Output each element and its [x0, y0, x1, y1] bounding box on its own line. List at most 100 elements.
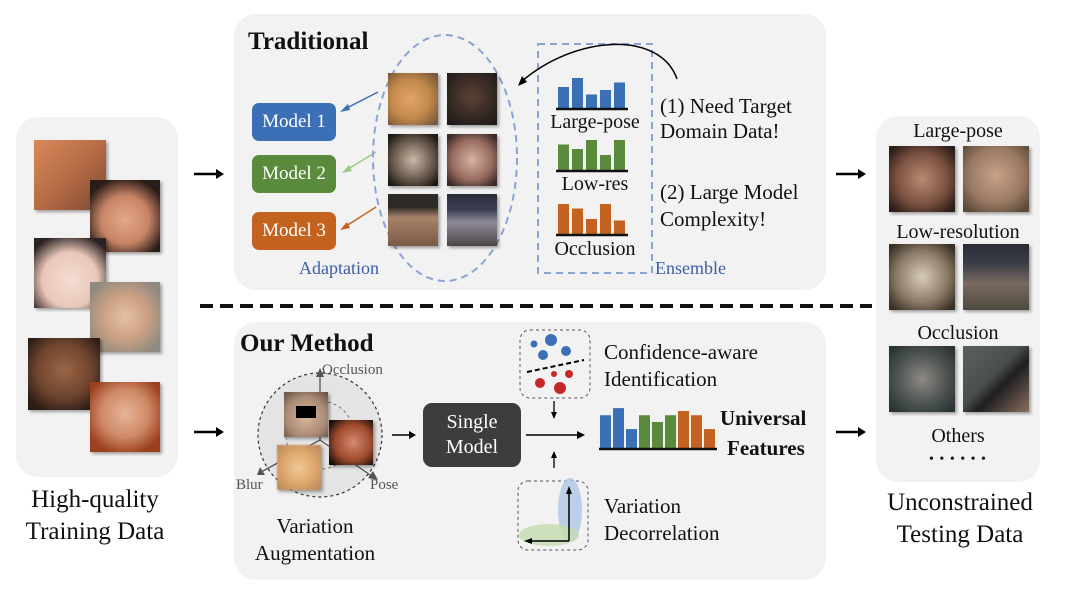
adaptation-label: Adaptation: [299, 258, 379, 278]
model-3-box: Model 3: [252, 212, 336, 250]
testing-face-occlusion-2: [963, 346, 1029, 412]
variation-augmentation-line1: Variation: [276, 514, 354, 538]
universal-features-line2: Features: [727, 436, 805, 460]
ensemble-label-occlusion: Occlusion: [554, 238, 636, 260]
arrow-to-our-method: [194, 427, 224, 437]
single-model-line2: Model: [445, 436, 499, 458]
scatter-point: [535, 378, 545, 388]
ensemble-bar: [558, 144, 569, 170]
scatter-point: [545, 334, 557, 346]
arrow-to-single-model: [392, 431, 416, 439]
testing-category-occlusion: Occlusion: [917, 322, 999, 344]
arrow-traditional-to-testing: [836, 169, 866, 179]
ensemble-bar: [558, 204, 569, 234]
universal-bar: [626, 429, 637, 448]
training-face-4: [90, 282, 160, 352]
variation-augmentation-line2: Augmentation: [254, 541, 376, 565]
scatter-point: [551, 371, 557, 377]
target-face-1: [388, 73, 438, 125]
scatter-point: [554, 382, 566, 394]
universal-bar: [613, 408, 624, 448]
universal-bar: [678, 411, 689, 448]
augment-face-pose: [329, 420, 373, 465]
ensemble-bar: [600, 90, 611, 108]
model-1-box: Model 1: [252, 103, 336, 141]
scatter-point: [538, 350, 548, 360]
universal-bar: [691, 415, 702, 448]
testing-label-line1: Unconstrained: [887, 489, 1033, 516]
training-label-line1: High-quality: [31, 486, 159, 513]
scatter-point: [530, 340, 538, 348]
target-face-5: [388, 194, 438, 246]
ensemble-bar: [614, 220, 625, 234]
decorrelation-box: [517, 480, 589, 551]
issue-1-line1: (1) Need Target: [660, 94, 792, 118]
adaptation-ellipse: [372, 34, 518, 282]
universal-bar: [639, 415, 650, 448]
arrow-to-traditional: [194, 169, 224, 179]
universal-features-line1: Universal: [720, 406, 807, 430]
testing-face-occlusion-1: [889, 346, 955, 412]
confidence-line1: Confidence-aware: [604, 340, 758, 364]
augment-face-occlusion: [284, 392, 328, 437]
testing-face-large-pose-1: [889, 146, 955, 212]
ensemble-bar: [572, 78, 583, 108]
ensemble-bar: [572, 208, 583, 234]
axis-label-occlusion: Occlusion: [322, 362, 383, 378]
axis-label-pose: Pose: [370, 477, 399, 493]
single-model-box: Single Model: [423, 403, 521, 467]
testing-ellipsis: • • • • • •: [929, 452, 987, 467]
ensemble-bar: [600, 155, 611, 170]
decorrelation-line1: Variation: [604, 494, 681, 518]
target-face-4: [447, 134, 497, 186]
our-method-title: Our Method: [240, 330, 374, 357]
ensemble-label-low-res: Low-res: [561, 173, 629, 195]
testing-category-large-pose: Large-pose: [913, 120, 1003, 142]
universal-bar: [704, 429, 715, 448]
testing-category-others: Others: [931, 425, 985, 447]
adaptation-arrow-3: [340, 206, 377, 230]
target-face-6: [447, 194, 497, 246]
ensemble-bar: [614, 82, 625, 108]
ensemble-bar: [600, 204, 611, 234]
confidence-line2: Identification: [604, 367, 718, 391]
target-face-2: [447, 73, 497, 125]
decorrelation-line2: Decorrelation: [604, 521, 720, 545]
ensemble-bar: [586, 94, 597, 108]
adaptation-arrow-2: [342, 151, 377, 173]
ensemble-bar: [586, 219, 597, 234]
model-2-box: Model 2: [252, 155, 336, 193]
issue-2-line2: Complexity!: [660, 207, 767, 231]
ensemble-bar: [558, 87, 569, 108]
scatter-point: [565, 370, 573, 378]
ensemble-bar: [614, 140, 625, 170]
ensemble-bar: [572, 149, 583, 170]
universal-bar: [652, 421, 663, 448]
issue-1-line2: Domain Data!: [660, 119, 780, 143]
single-model-line1: Single: [446, 411, 498, 433]
arrow-method-to-testing: [836, 427, 866, 437]
training-label-line2: Training Data: [25, 518, 165, 545]
universal-bar: [600, 415, 611, 448]
confidence-box: [519, 329, 591, 399]
testing-face-low-res-1: [889, 244, 955, 310]
testing-face-low-res-2: [963, 244, 1029, 310]
augment-face-blur: [277, 445, 321, 490]
issue-2-line1: (2) Large Model: [660, 180, 799, 204]
target-face-3: [388, 134, 438, 186]
universal-bar: [665, 415, 676, 448]
ensemble-bar: [586, 140, 597, 170]
section-divider: [200, 304, 872, 308]
ensemble-label: Ensemble: [655, 258, 726, 278]
ensemble-box: [537, 43, 653, 274]
adaptation-arrow-1: [340, 91, 379, 112]
testing-face-large-pose-2: [963, 146, 1029, 212]
need-target-curve-arrow: [520, 43, 678, 83]
ensemble-label-large-pose: Large-pose: [550, 111, 640, 133]
training-face-5: [28, 338, 100, 410]
testing-category-low-resolution: Low-resolution: [896, 221, 1020, 243]
training-face-6: [90, 382, 160, 452]
